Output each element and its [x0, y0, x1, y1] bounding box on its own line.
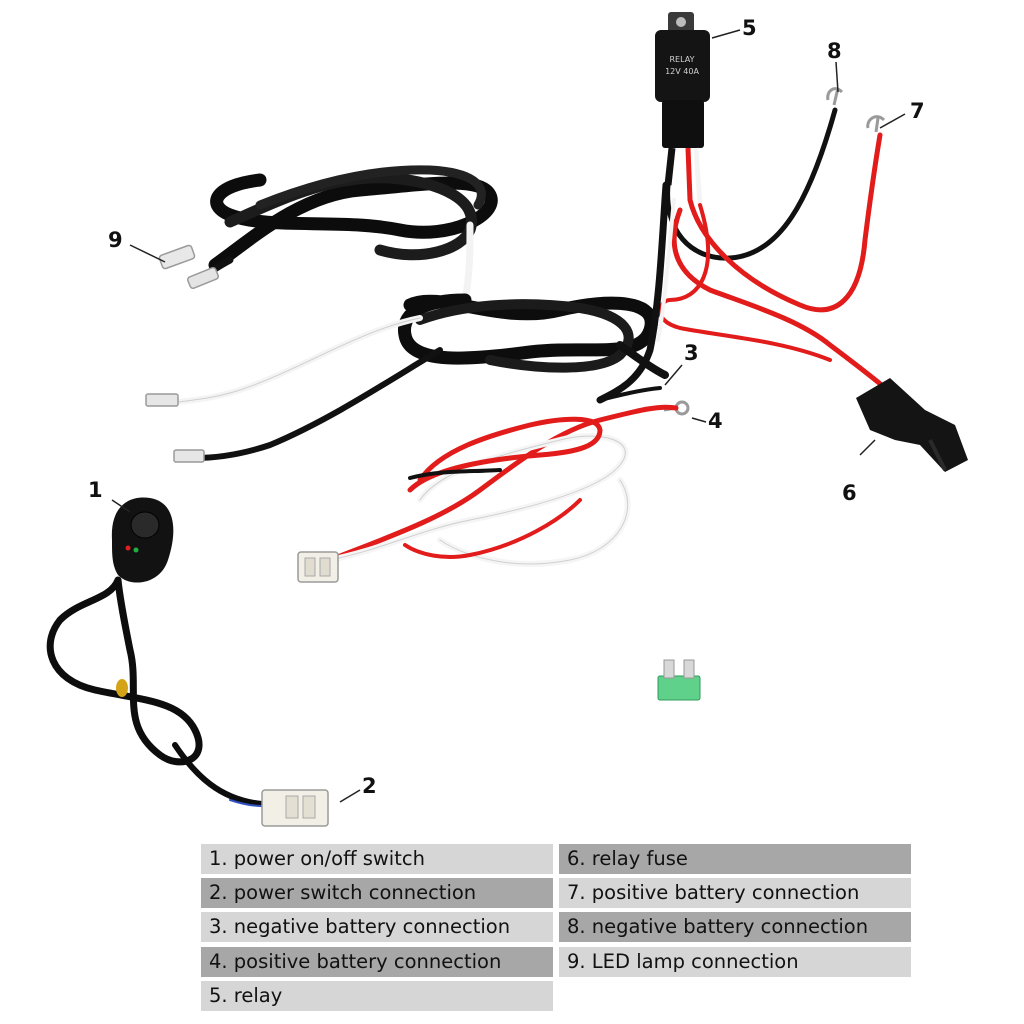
relay-label-line2: 12V 40A [665, 67, 699, 76]
callout-1: 1 [88, 478, 103, 502]
relay-output-wires [596, 107, 893, 404]
relay-label-line1: RELAY [670, 55, 695, 64]
fuse-holder [856, 378, 968, 472]
switch-cable [46, 576, 265, 807]
callout-5: 5 [742, 16, 757, 40]
relay-box: RELAY 12V 40A [655, 12, 710, 206]
legend-item-6: 6. relay fuse [559, 844, 911, 874]
legend-item-2: 2. power switch connection [201, 878, 553, 908]
legend-item-7: 7. positive battery connection [559, 878, 911, 908]
battery-terminals [663, 87, 886, 416]
callout-6: 6 [842, 481, 857, 505]
legend-item-3: 3. negative battery connection [201, 912, 553, 942]
legend-item-4: 4. positive battery connection [201, 947, 553, 977]
wiring-harness-photo: RELAY 12V 40A [46, 12, 968, 827]
callout-8: 8 [827, 39, 842, 63]
spade-connectors-left [145, 244, 220, 463]
callout-2: 2 [362, 774, 377, 798]
switch-connector [261, 789, 329, 827]
spare-fuse [657, 659, 701, 701]
legend-item-1: 1. power on/off switch [201, 844, 553, 874]
power-harness-connector [297, 551, 339, 583]
callout-9: 9 [108, 228, 123, 252]
power-switch [111, 497, 174, 583]
power-harness-bundle [327, 386, 679, 567]
legend-item-9: 9. LED lamp connection [559, 947, 911, 977]
callout-7: 7 [910, 99, 925, 123]
led-harness-black-bundle [175, 165, 669, 461]
callout-4: 4 [708, 409, 723, 433]
callout-leaders [111, 29, 906, 803]
callout-3: 3 [684, 341, 699, 365]
legend-item-5: 5. relay [201, 981, 553, 1011]
legend-item-8: 8. negative battery connection [559, 912, 911, 942]
cable-tie [116, 679, 128, 697]
